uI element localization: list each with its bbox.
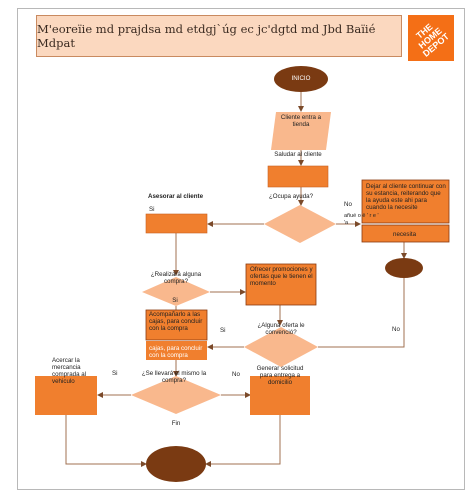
inicio-label: INICIO [291, 75, 311, 82]
end-terminal-right [385, 258, 423, 278]
acompanarlo-label: Acompañarlo a las cajas, para concluir c… [149, 311, 203, 332]
realizara-compra-decision [142, 277, 210, 306]
asesorar-label: Asesorar al cliente [148, 193, 204, 200]
llevara-si-label: Si [112, 370, 118, 377]
alguna-oferta-label: ¿Alguna oferta le convenció? [257, 322, 305, 336]
cliente-entra-label: Cliente entra a tienda [280, 114, 322, 128]
ofrecer-promociones-label: Ofrecer promociones y ofertas que le tie… [250, 266, 313, 287]
necesita-box [361, 224, 450, 243]
se-llevara-decision [131, 376, 221, 414]
asesorar-box [145, 213, 208, 234]
generar-solicitud-label: Generar solicitud para entrega a domicil… [256, 365, 304, 386]
alguna-oferta-decision [244, 327, 318, 367]
fin-label: Fin [171, 420, 181, 427]
dejar-cliente-box [361, 179, 450, 224]
ofrecer-promociones-box [245, 263, 317, 306]
end-terminal-bottom [146, 446, 206, 482]
ocupa-ayuda-label: ¿Ocupa ayuda? [268, 193, 314, 200]
oferta-si-label: Si [220, 327, 226, 334]
acercar-mercancia-label: Acercar la mercancia comprada al vehicul… [52, 357, 87, 385]
se-llevara-label: ¿Se llevará el mismo la compra? [141, 370, 207, 384]
cliente-entra-shape [271, 112, 331, 150]
realizara-compra-label: ¿Realizará alguna compra? [150, 271, 202, 285]
acompanarlo-dup-box [146, 341, 207, 360]
generar-solicitud-box [250, 376, 310, 415]
saludar-label: Saludar al cliente [274, 151, 322, 158]
edge-generar-fin [205, 415, 281, 467]
start-terminal [274, 66, 328, 92]
acompanarlo-dup-label: cajas, para concluir con la compra [149, 345, 203, 359]
ocupa-si-label: Si [149, 206, 155, 213]
acompanarlo-box [145, 309, 208, 341]
ocupa-ayuda-decision [264, 205, 336, 243]
edge-acercar-fin [65, 415, 147, 467]
edge-oferta-no [318, 278, 405, 348]
saludar-box [267, 165, 329, 188]
acercar-mercancia-box [35, 376, 97, 415]
llevara-no-label: No [232, 371, 240, 378]
diagram-title: M'eoreïie md prajdsa md etdgj`úg ec jc'd… [36, 15, 402, 57]
necesita-label: necesita [393, 231, 417, 238]
oferta-no-label: No [392, 326, 400, 333]
realizara-si-label: Si [172, 297, 178, 304]
necesita-pre-label: añué o ē ' r e ' 'a [344, 213, 379, 226]
ocupa-no-label: No [344, 201, 352, 208]
dejar-cliente-label: Dejar al cliente continuar con su estanc… [366, 183, 446, 211]
connectors [65, 91, 407, 467]
